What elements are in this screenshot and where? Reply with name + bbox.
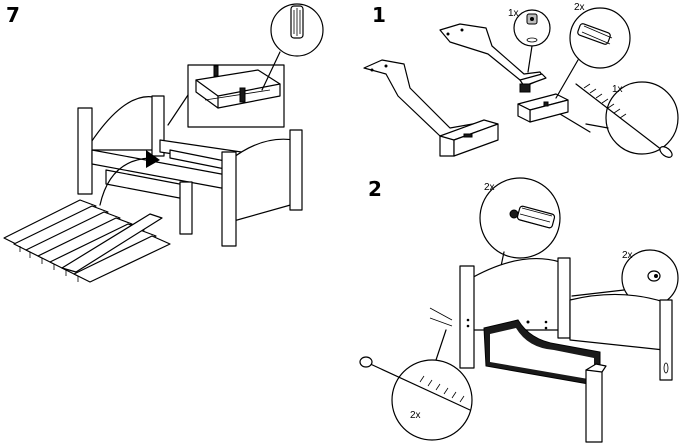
step-1-back-rail bbox=[439, 23, 547, 87]
step-1-left-rail bbox=[363, 59, 499, 157]
step-7-number: 7 bbox=[6, 3, 20, 27]
step-1-bolt-callout: 1x bbox=[575, 81, 679, 158]
step-2-bolt-callout: 2x bbox=[359, 329, 473, 441]
step-1-dowel-qty: 2x bbox=[574, 2, 585, 13]
step-1-cam-callout: 1x bbox=[508, 8, 551, 73]
step-1-dowel-callout: 2x bbox=[555, 2, 631, 99]
step-7-bed-frame bbox=[77, 95, 303, 247]
step-1-cam-qty: 1x bbox=[508, 8, 519, 19]
step-2-bolt-qty: 2x bbox=[410, 410, 421, 421]
step-1-panel: 1 bbox=[363, 2, 679, 158]
step-1-foot-block bbox=[517, 83, 569, 123]
step-2-dowel-qty: 2x bbox=[484, 182, 495, 193]
step-7-panel: 7 bbox=[3, 3, 324, 283]
step-1-screw bbox=[559, 113, 591, 133]
step-2-dowel-callout: 2x bbox=[479, 177, 561, 291]
step-1-bolt-qty: 1x bbox=[612, 84, 623, 95]
step-7-slatted-base bbox=[3, 199, 171, 283]
step-7-dowel-callout bbox=[261, 3, 324, 91]
step-7-detail-inset bbox=[167, 64, 285, 128]
step-2-cam-callout: 2x bbox=[571, 249, 679, 307]
step-1-number: 1 bbox=[372, 3, 386, 27]
step-2-bed-frame bbox=[429, 257, 673, 443]
step-2-cam-qty: 2x bbox=[622, 250, 633, 261]
step-2-number: 2 bbox=[368, 177, 382, 201]
step-2-panel: 2 2x 2x 2x bbox=[359, 177, 679, 443]
